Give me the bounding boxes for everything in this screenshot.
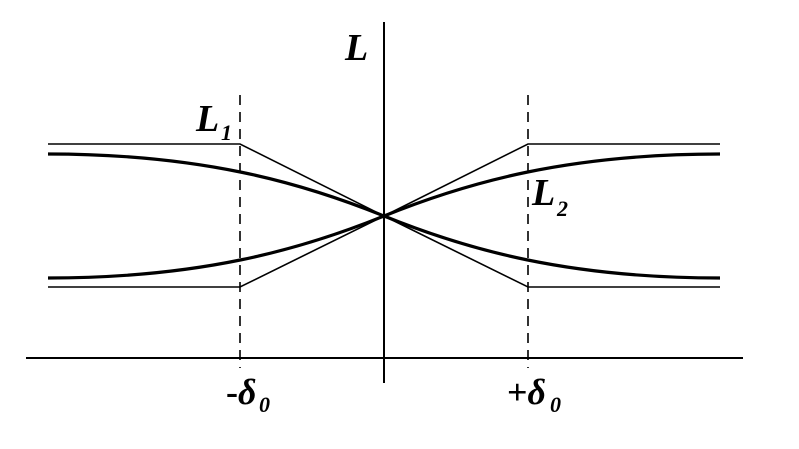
curve-l2-label: L bbox=[531, 172, 555, 214]
pos-delta-label: +δ bbox=[507, 372, 546, 412]
curve-l2 bbox=[47, 152, 721, 280]
neg-delta-label: -δ bbox=[226, 372, 256, 412]
pos-delta-symbol: δ bbox=[528, 372, 546, 412]
neg-delta-subscript: 0 bbox=[259, 392, 270, 417]
curve-l1-label: L bbox=[195, 98, 219, 140]
neg-delta-symbol: δ bbox=[238, 372, 256, 412]
y-axis-label: L bbox=[344, 27, 368, 69]
pos-delta-prefix: + bbox=[507, 372, 528, 412]
curve-l1-subscript: 1 bbox=[221, 120, 232, 145]
curve-l2-subscript: 2 bbox=[556, 196, 568, 221]
pos-delta-subscript: 0 bbox=[550, 392, 561, 417]
neg-delta-prefix: - bbox=[226, 372, 238, 412]
